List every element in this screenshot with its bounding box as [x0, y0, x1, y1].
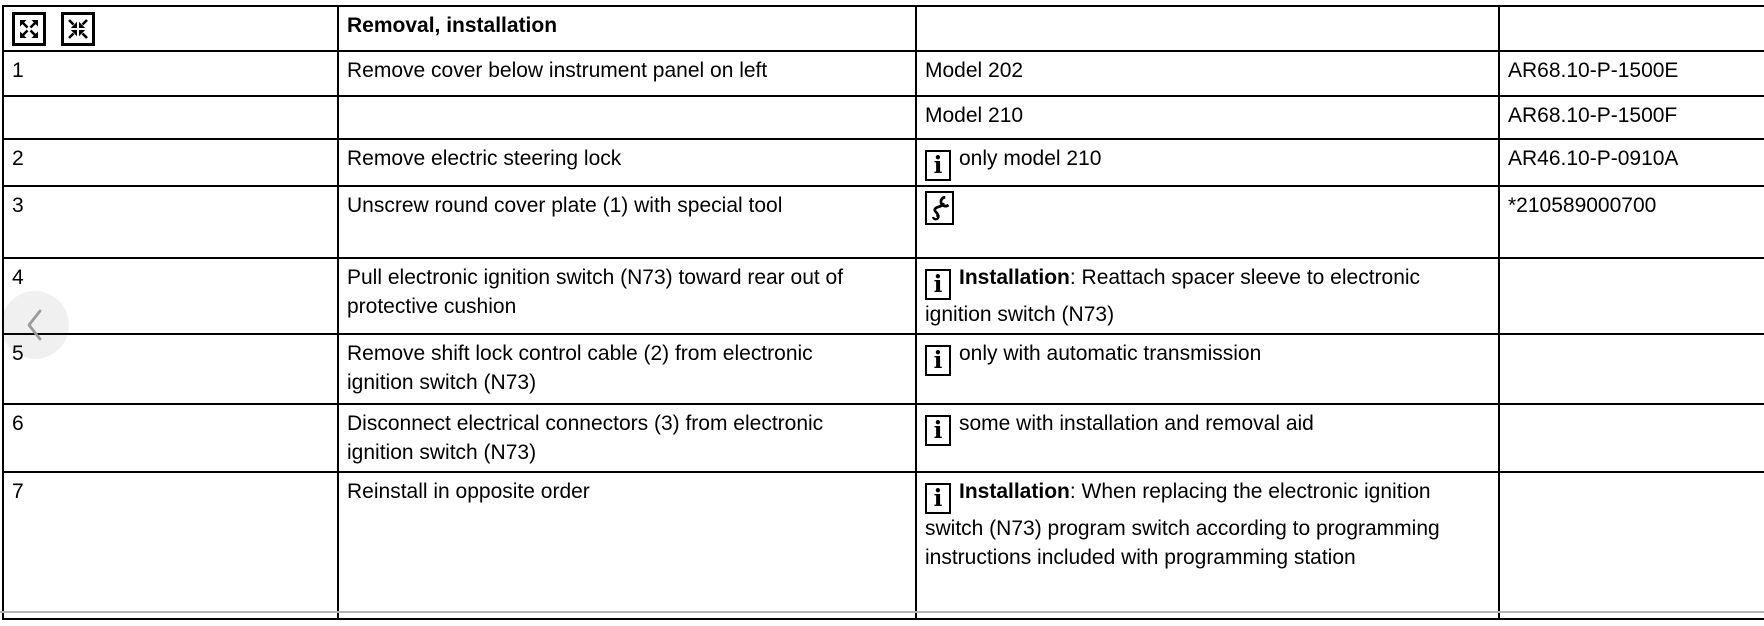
- description-cell: Remove electric steering lock: [337, 138, 917, 187]
- description-cell: Pull electronic ignition switch (N73) to…: [337, 257, 917, 335]
- expand-all-icon[interactable]: [12, 12, 46, 46]
- code-cell: [1498, 403, 1764, 473]
- step-cell: 2: [2, 138, 339, 187]
- info-icon: i: [925, 345, 951, 376]
- wrench-glyph: [931, 195, 950, 221]
- step-cell: 5: [2, 333, 339, 405]
- bottom-divider: [0, 611, 1764, 613]
- step-cell: [2, 95, 339, 140]
- step-cell: 1: [2, 50, 339, 97]
- info-icon: i: [925, 483, 951, 514]
- info-icon: i: [925, 150, 951, 181]
- step-cell: 6: [2, 403, 339, 473]
- header-code-cell: [1498, 5, 1764, 52]
- info-icon-glyph: i: [933, 485, 943, 512]
- info-icon-glyph: i: [933, 152, 943, 179]
- step-cell: 3: [2, 185, 339, 259]
- description-cell: Reinstall in opposite order: [337, 471, 917, 620]
- previous-button[interactable]: [1, 291, 69, 359]
- table-row: 4 Pull electronic ignition switch (N73) …: [2, 257, 1764, 335]
- info-icon-glyph: i: [933, 417, 943, 444]
- header-note-cell: [915, 5, 1500, 52]
- toolbar-cell: [2, 5, 339, 52]
- info-icon-glyph: i: [933, 271, 943, 298]
- code-cell: AR46.10-P-0910A: [1498, 138, 1764, 187]
- code-cell: [1498, 257, 1764, 335]
- note-cell: Model 202: [915, 50, 1500, 97]
- code-cell: [1498, 333, 1764, 405]
- arrows-out-glyph: [20, 20, 38, 38]
- note-cell: Model 210: [915, 95, 1500, 140]
- info-icon-glyph: i: [933, 347, 943, 374]
- arrows-in-glyph: [67, 19, 88, 39]
- procedure-table: Removal, installation 1 Remove cover bel…: [2, 5, 1764, 620]
- description-cell: Remove shift lock control cable (2) from…: [337, 333, 917, 405]
- note-cell: [915, 185, 1500, 259]
- table-header-row: Removal, installation: [2, 5, 1764, 52]
- description-cell: Remove cover below instrument panel on l…: [337, 50, 917, 97]
- code-cell: [1498, 471, 1764, 620]
- code-cell: AR68.10-P-1500E: [1498, 50, 1764, 97]
- info-icon: i: [925, 269, 951, 300]
- section-title: Removal, installation: [337, 5, 917, 52]
- description-cell: Unscrew round cover plate (1) with speci…: [337, 185, 917, 259]
- table-row: 5 Remove shift lock control cable (2) fr…: [2, 333, 1764, 405]
- description-cell: [337, 95, 917, 140]
- table-row: 1 Remove cover below instrument panel on…: [2, 50, 1764, 97]
- table-row: 3 Unscrew round cover plate (1) with spe…: [2, 185, 1764, 259]
- procedure-table-body: 1 Remove cover below instrument panel on…: [2, 50, 1764, 620]
- special-tool-icon: [925, 191, 954, 225]
- step-cell: 4: [2, 257, 339, 335]
- code-cell: AR68.10-P-1500F: [1498, 95, 1764, 140]
- step-cell: 7: [2, 471, 339, 620]
- collapse-all-icon[interactable]: [60, 12, 95, 46]
- table-row: Model 210 AR68.10-P-1500F: [2, 95, 1764, 140]
- chevron-left-icon: [27, 309, 42, 341]
- table-row: 6 Disconnect electrical connectors (3) f…: [2, 403, 1764, 473]
- description-cell: Disconnect electrical connectors (3) fro…: [337, 403, 917, 473]
- code-cell: *210589000700: [1498, 185, 1764, 259]
- info-icon: i: [925, 415, 951, 446]
